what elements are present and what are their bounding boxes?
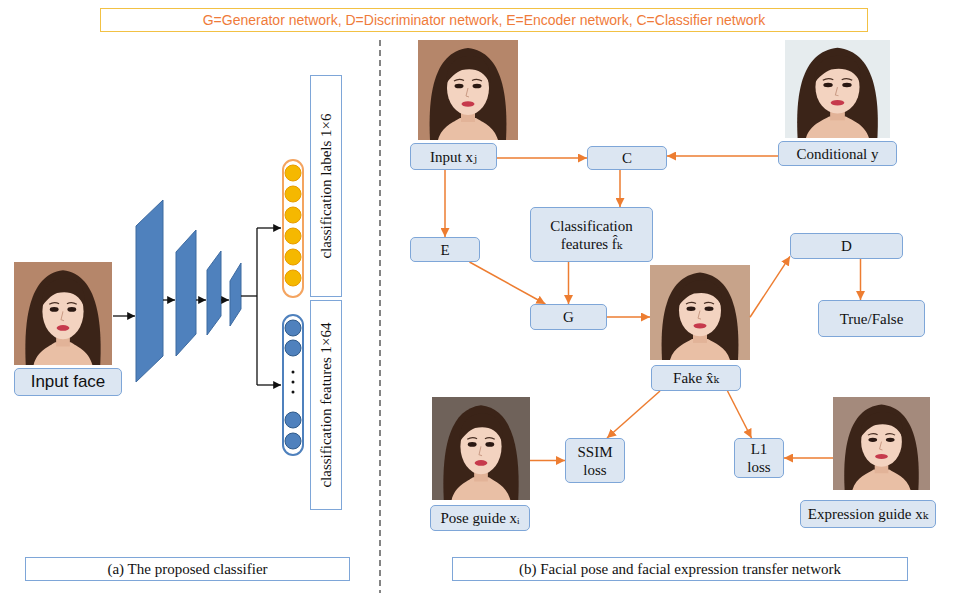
node-text: (a) The proposed classifier <box>107 560 267 578</box>
face-photo <box>833 397 930 490</box>
node-text: C <box>622 149 632 167</box>
flow-arrow <box>784 457 833 459</box>
flow-arrow <box>470 262 546 304</box>
flow-arrow <box>750 256 790 317</box>
node-text: Expression guide xₖ <box>808 505 928 523</box>
flow-arrow <box>728 391 752 438</box>
node-text: Conditional y <box>796 145 878 163</box>
process-box: Conditional y <box>778 141 897 166</box>
output-label-box: classification features 1×64 <box>310 300 342 510</box>
node-text: Input xⱼ <box>430 148 477 166</box>
loss-box: L1 loss <box>734 438 784 478</box>
caption-box: (a) The proposed classifier <box>25 557 350 581</box>
output-label-box: classification labels 1×6 <box>310 75 342 297</box>
label-box: Pose guide xᵢ <box>430 505 530 531</box>
flow-arrow <box>607 391 660 438</box>
input-label-box: Input face <box>14 368 122 396</box>
node-text: G <box>563 308 574 326</box>
process-box: Input xⱼ <box>410 143 497 170</box>
caption-box: (b) Facial pose and facial expression tr… <box>452 557 908 581</box>
node-text: D <box>841 237 852 255</box>
flow-arrow <box>607 316 650 318</box>
node-text: classification features 1×64 <box>317 322 335 487</box>
face-photo <box>418 40 518 140</box>
flow-arrow <box>530 460 565 462</box>
image-node: Expression guide xₖ <box>800 397 936 528</box>
node-text: L1 loss <box>745 440 773 476</box>
node-text: Pose guide xᵢ <box>440 509 519 527</box>
node-text: Classification features f̂ₖ <box>536 217 648 253</box>
node-text: Fake x̂ₖ <box>673 369 719 387</box>
cnn-layers <box>136 200 241 382</box>
node-text: (b) Facial pose and facial expression tr… <box>519 560 841 578</box>
flow-arrow <box>497 157 587 159</box>
photo-slot <box>432 397 530 500</box>
node-text: E <box>440 241 449 259</box>
image-node: Fake x̂ₖ <box>650 265 750 391</box>
label-box: Fake x̂ₖ <box>651 365 741 391</box>
node-text: SSIM loss <box>573 443 617 479</box>
network-box: G <box>530 304 607 330</box>
flow-arrow <box>667 155 778 157</box>
node-text: True/False <box>840 310 904 328</box>
label-box: Expression guide xₖ <box>800 500 936 528</box>
output-box: True/False <box>818 300 925 337</box>
image-node: Pose guide xᵢ <box>430 397 531 531</box>
photo-slot <box>650 265 750 360</box>
network-box: E <box>410 237 480 262</box>
legend-banner: G=Generator network, D=Discriminator net… <box>100 8 868 32</box>
divider-line <box>379 40 380 593</box>
node-text: G=Generator network, D=Discriminator net… <box>203 12 766 29</box>
node-text: classification labels 1×6 <box>317 113 335 258</box>
feature-dots <box>283 315 303 455</box>
photo-slot <box>833 397 930 490</box>
face-photo <box>785 40 890 138</box>
flow-arrow <box>619 170 621 207</box>
network-box: D <box>790 233 903 259</box>
face-photo <box>14 262 112 365</box>
node-text: Input face <box>31 372 106 392</box>
cnn-arrows <box>113 228 281 385</box>
flow-arrow <box>568 262 570 304</box>
flow-arrow <box>860 259 862 300</box>
network-box: C <box>587 146 667 170</box>
loss-box: SSIM loss <box>565 438 625 483</box>
face-photo <box>432 397 530 500</box>
label-dots <box>283 160 303 297</box>
face-photo <box>650 265 750 360</box>
process-box: Classification features f̂ₖ <box>530 207 653 262</box>
flow-arrow <box>444 170 446 237</box>
